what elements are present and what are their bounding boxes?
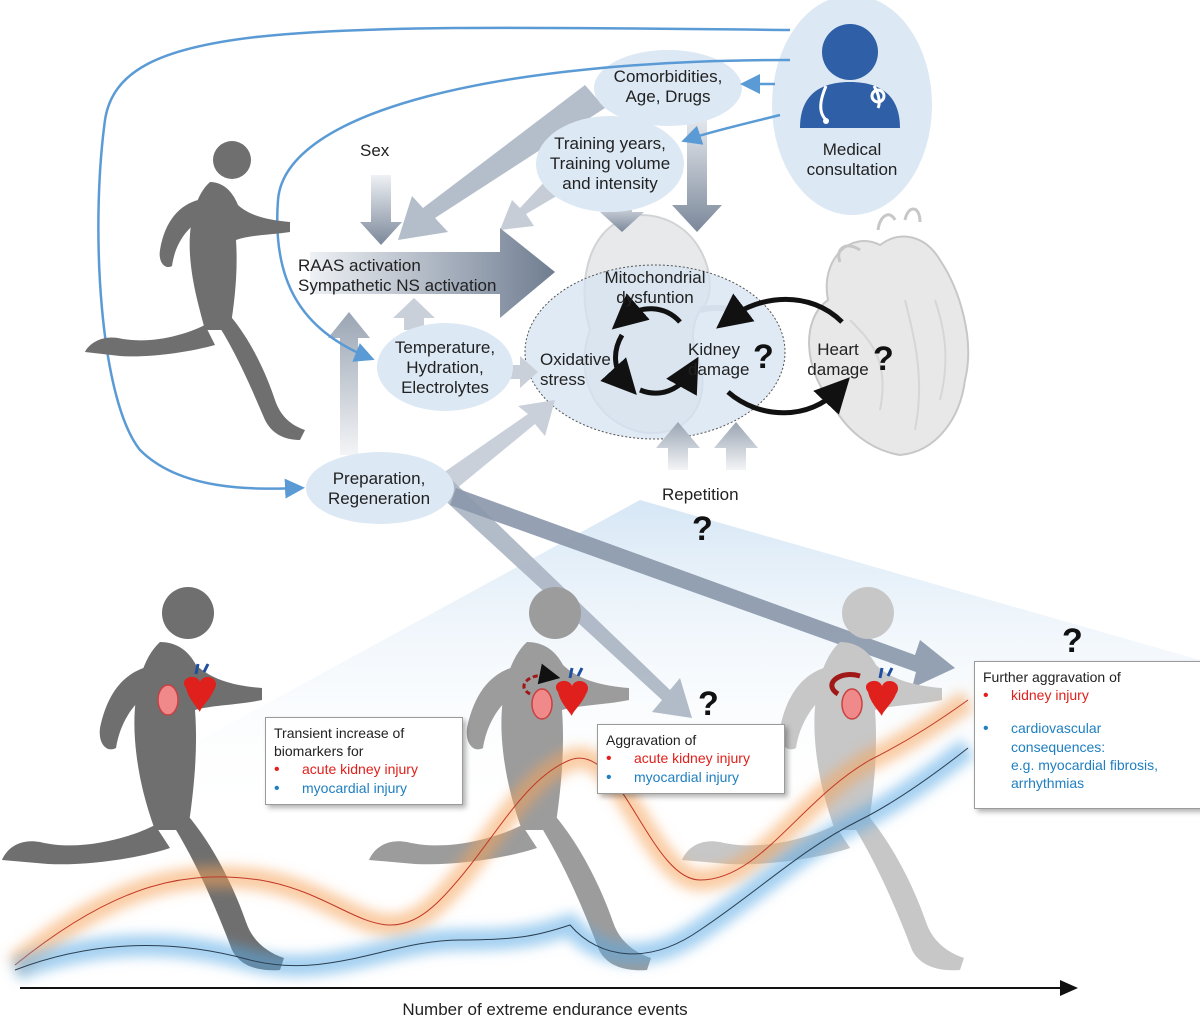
- box-transient-item-myocardial-text: myocardial injury: [302, 780, 408, 796]
- bullet-icon: •: [274, 761, 280, 778]
- label-preparation-line1: Preparation,: [332, 469, 426, 488]
- label-kidney-line2: damage: [688, 360, 750, 379]
- box-further: Further aggravation of • kidney injury • c…: [974, 661, 1200, 809]
- trend-kidney: [8, 691, 975, 974]
- heart-image: [808, 207, 970, 457]
- bubble-temperature: [377, 323, 513, 411]
- doctor-icon: [800, 24, 900, 128]
- label-training-line2: Training volume: [549, 154, 671, 173]
- label-heart-line2: damage: [807, 360, 869, 379]
- label-mito-line1: Mitochondrial: [604, 268, 706, 287]
- box-further-item-cardio-4: arrhythmias: [1011, 775, 1085, 791]
- influence-arrows: [310, 85, 955, 718]
- box-further-item-kidney: • kidney injury: [983, 686, 1197, 705]
- box-transient-item-kidney: • acute kidney injury: [274, 760, 454, 779]
- label-medical: Medical consultation: [800, 140, 904, 180]
- label-training: Training years, Training volume and inte…: [540, 134, 680, 194]
- box-aggravation-item-myocardial-text: myocardial injury: [634, 769, 740, 785]
- box-transient-item-kidney-text: acute kidney injury: [302, 761, 418, 777]
- bullet-icon: •: [606, 750, 612, 767]
- label-medical-line1: Medical: [822, 140, 882, 159]
- bubble-preparation: [306, 452, 454, 524]
- box-further-title: Further aggravation of: [983, 669, 1121, 685]
- label-oxidative: Oxidative stress: [540, 350, 611, 390]
- question-repetition: ?: [692, 510, 713, 548]
- box-further-item-cardio-2: consequences:: [1011, 739, 1106, 755]
- box-aggravation: Aggravation of • acute kidney injury • myo…: [597, 724, 785, 794]
- bullet-icon: •: [274, 780, 280, 797]
- label-temperature-line1: Temperature,: [394, 338, 496, 357]
- label-mito-line2: dysfuntion: [616, 288, 694, 307]
- label-heart: Heart damage: [806, 340, 870, 380]
- bubble-comorbidities: [594, 50, 742, 126]
- label-temperature-line3: Electrolytes: [401, 378, 489, 397]
- box-further-spacer: [983, 705, 1197, 719]
- label-heart-line1: Heart: [817, 340, 859, 359]
- box-further-item-cardio: • cardiovascular: [983, 719, 1197, 738]
- box-aggravation-item-kidney-text: acute kidney injury: [634, 750, 750, 766]
- cycle-arrows: [600, 293, 850, 416]
- label-preparation-line2: Regeneration: [327, 489, 431, 508]
- label-preparation: Preparation, Regeneration: [314, 469, 444, 509]
- box-further-item-cardio-3: e.g. myocardial fibrosis,: [1011, 757, 1159, 773]
- label-mito: Mitochondrial dysfuntion: [595, 268, 715, 308]
- label-temperature: Temperature, Hydration, Electrolytes: [383, 338, 507, 398]
- bullet-icon: •: [983, 687, 989, 704]
- label-oxidative-line2: stress: [540, 370, 586, 389]
- runner-top: [85, 141, 305, 440]
- label-oxidative-line1: Oxidative: [540, 350, 611, 369]
- organ-icons-3: [829, 667, 899, 720]
- label-temperature-line2: Hydration,: [406, 358, 484, 377]
- box-further-item-cardio-text: cardiovascular: [1011, 720, 1102, 736]
- question-kidney: ?: [753, 338, 774, 376]
- label-sex: Sex: [360, 141, 390, 160]
- label-repetition: Repetition: [662, 485, 739, 504]
- label-kidney-line1: Kidney: [688, 340, 740, 359]
- label-training-line3: and intensity: [562, 174, 658, 193]
- box-aggravation-item-myocardial: • myocardial injury: [606, 768, 776, 787]
- question-heart: ?: [873, 340, 894, 378]
- question-aggravation: ?: [698, 685, 719, 723]
- blue-connectors: [97, 26, 791, 499]
- label-comorbidities-line1: Comorbidities,: [613, 67, 723, 86]
- organ-icons-2: [522, 663, 589, 720]
- box-transient-title-2: biomarkers for: [274, 743, 364, 759]
- box-further-item-kidney-text: kidney injury: [1011, 687, 1089, 703]
- bubble-training: [536, 116, 684, 212]
- question-further: ?: [1062, 622, 1083, 660]
- label-raas-line1: RAAS activation: [298, 256, 421, 275]
- trend-myocardial: [11, 739, 975, 981]
- label-medical-line2: consultation: [806, 160, 898, 179]
- box-transient-item-myocardial: • myocardial injury: [274, 779, 454, 798]
- label-training-line1: Training years,: [554, 134, 666, 153]
- label-comorbidities-line2: Age, Drugs: [625, 87, 711, 106]
- organ-icons-1: [157, 663, 217, 716]
- label-raas: RAAS activation Sympathetic NS activatio…: [298, 256, 496, 296]
- box-transient: Transient increase of biomarkers for • ac…: [265, 717, 463, 805]
- label-comorbidities: Comorbidities, Age, Drugs: [600, 67, 736, 107]
- box-transient-title-1: Transient increase of: [274, 725, 405, 741]
- box-aggravation-title: Aggravation of: [606, 732, 697, 748]
- x-axis-label: Number of extreme endurance events: [402, 1000, 688, 1019]
- label-raas-line2: Sympathetic NS activation: [298, 276, 497, 295]
- bullet-icon: •: [983, 720, 989, 737]
- bullet-icon: •: [606, 769, 612, 786]
- box-aggravation-item-kidney: • acute kidney injury: [606, 749, 776, 768]
- label-kidney: Kidney damage: [688, 340, 749, 380]
